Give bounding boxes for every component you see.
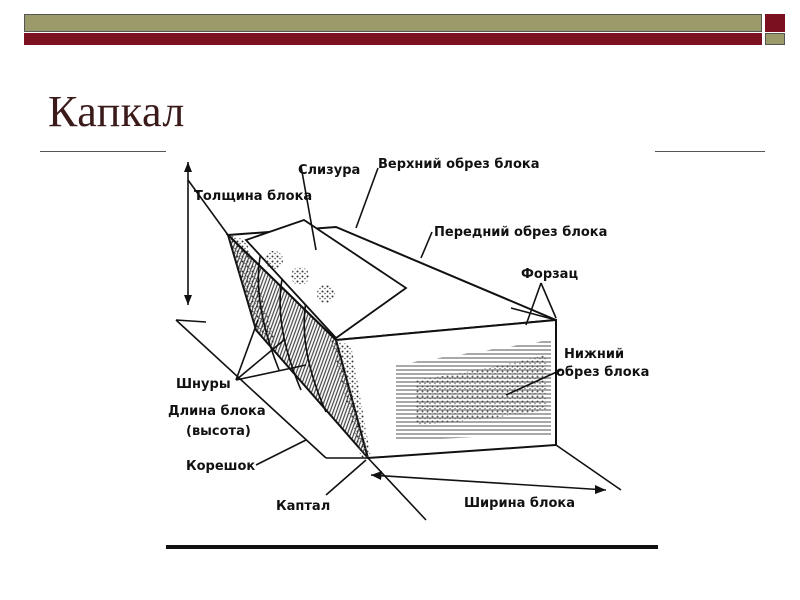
label-spine: Корешок xyxy=(186,459,255,474)
label-length-2: (высота) xyxy=(186,424,251,439)
label-length-1: Длина блока xyxy=(168,404,266,419)
width-arrow-right xyxy=(595,485,606,494)
leader-spine xyxy=(255,439,307,466)
title-rule-left xyxy=(40,151,166,152)
label-width: Ширина блока xyxy=(464,496,575,511)
label-kaptal: Каптал xyxy=(276,499,330,514)
label-thickness: Толщина блока xyxy=(194,189,312,204)
leader-cords-2 xyxy=(235,339,285,381)
label-forzats: Форзац xyxy=(521,267,578,282)
cord-1 xyxy=(257,251,280,371)
title-rule-right xyxy=(655,151,765,152)
thickness-arrow-bottom xyxy=(184,295,192,305)
leader-cords-1 xyxy=(235,319,259,381)
width-arrow-left xyxy=(371,471,382,480)
label-slizura: Слизура xyxy=(298,163,360,178)
header-bar-red xyxy=(24,33,762,45)
label-cords: Шнуры xyxy=(176,377,231,392)
width-extension xyxy=(367,457,427,521)
spine-texture xyxy=(228,235,276,345)
length-dim-line xyxy=(175,319,327,459)
diagram-bottom-rule xyxy=(166,545,658,549)
width-extension-right xyxy=(555,444,622,491)
width-dim-line xyxy=(370,474,607,491)
slide-title: Капкал xyxy=(48,87,185,136)
lifted-page xyxy=(244,219,408,340)
label-bottom-edge-2: обрез блока xyxy=(556,365,649,380)
label-bottom-edge-1: Нижний xyxy=(564,347,624,362)
leader-forzats-2 xyxy=(540,282,557,319)
leader-bottom-edge xyxy=(505,369,562,396)
leader-front-edge xyxy=(420,231,433,259)
pages-texture-center xyxy=(416,355,546,425)
label-front-edge: Передний обрез блока xyxy=(434,225,607,240)
front-corner xyxy=(510,307,557,321)
spine-texture-lower xyxy=(331,340,371,458)
book-block-diagram: Толщина блока Слизура Верхний обрез блок… xyxy=(166,157,658,549)
leader-top-edge xyxy=(355,167,379,229)
header-bar-olive xyxy=(24,14,762,32)
leader-kaptal xyxy=(325,459,367,496)
frayed-cord-2 xyxy=(291,267,309,285)
thickness-leader xyxy=(187,179,229,236)
leader-forzats-1 xyxy=(525,282,542,326)
thickness-arrow-top xyxy=(184,162,192,172)
length-tick-top xyxy=(175,319,207,323)
leader-cords-3 xyxy=(235,364,307,381)
corner-square-olive xyxy=(765,33,785,45)
cord-2 xyxy=(279,269,302,391)
frayed-cord-1 xyxy=(265,251,283,269)
leader-slizura xyxy=(300,165,317,251)
label-top-edge: Верхний обрез блока xyxy=(378,157,539,172)
frayed-cord-3 xyxy=(317,285,335,303)
corner-square-red xyxy=(765,14,785,32)
